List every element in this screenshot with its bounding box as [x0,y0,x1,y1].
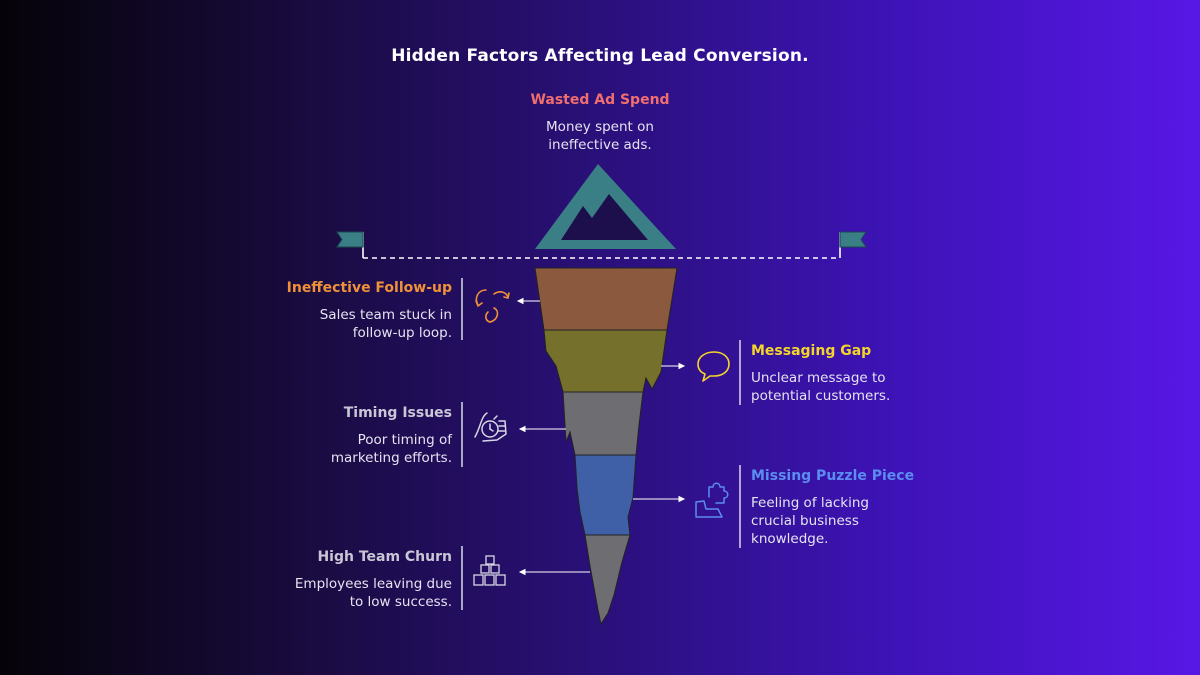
label-ineffective-follow-up: Ineffective Follow-up [220,279,452,297]
description-messaging-gap: Unclear message to potential customers. [751,369,991,405]
block-ineffective-follow-up: Ineffective Follow-up Sales team stuck i… [220,279,452,342]
tip-label: Wasted Ad Spend [450,91,750,109]
loop-arrows-icon [476,290,509,322]
label-high-team-churn: High Team Churn [220,548,452,566]
description-line: Poor timing of [220,431,452,449]
description-line: marketing efforts. [220,449,452,467]
block-high-team-churn: High Team Churn Employees leaving due to… [220,548,452,611]
block-missing-puzzle-piece: Missing Puzzle Piece Feeling of lacking … [751,467,991,548]
label-timing-issues: Timing Issues [220,404,452,422]
description-line: potential customers. [751,387,991,405]
speech-bubble-icon [698,352,729,381]
layer-high-team-churn [585,535,630,624]
description-line: crucial business [751,512,991,530]
description-line: follow-up loop. [220,324,452,342]
layer-timing-issues [563,392,643,455]
description-line: Feeling of lacking [751,494,991,512]
puzzle-piece-icon [696,483,728,517]
layer-missing-puzzle-piece [575,455,636,535]
connector-high-team-churn [520,570,590,575]
tip-description-line: Money spent on [450,118,750,136]
description-line: Unclear message to [751,369,991,387]
page-title: Hidden Factors Affecting Lead Conversion… [0,46,1200,66]
hand-stopwatch-icon [475,413,506,441]
label-missing-puzzle-piece: Missing Puzzle Piece [751,467,991,485]
connector-messaging-gap [661,364,684,369]
right-flag [840,232,866,247]
description-ineffective-follow-up: Sales team stuck in follow-up loop. [220,306,452,342]
description-high-team-churn: Employees leaving due to low success. [220,575,452,611]
iceberg-tip [535,164,676,249]
description-line: Sales team stuck in [220,306,452,324]
description-line: knowledge. [751,530,991,548]
connector-missing-puzzle-piece [633,497,684,502]
description-timing-issues: Poor timing of marketing efforts. [220,431,452,467]
left-flag [337,232,363,247]
connector-ineffective-follow-up [518,299,540,304]
tip-block-wasted-ad-spend: Wasted Ad Spend Money spent on ineffecti… [450,91,750,154]
layer-ineffective-follow-up [535,268,677,330]
description-line: Employees leaving due [220,575,452,593]
description-missing-puzzle-piece: Feeling of lacking crucial business know… [751,494,991,548]
label-messaging-gap: Messaging Gap [751,342,991,360]
stacked-blocks-icon [474,556,505,585]
tip-description: Money spent on ineffective ads. [450,118,750,154]
layer-messaging-gap [544,330,667,392]
tip-description-line: ineffective ads. [450,136,750,154]
block-timing-issues: Timing Issues Poor timing of marketing e… [220,404,452,467]
connector-timing-issues [520,427,566,432]
block-messaging-gap: Messaging Gap Unclear message to potenti… [751,342,991,405]
description-line: to low success. [220,593,452,611]
